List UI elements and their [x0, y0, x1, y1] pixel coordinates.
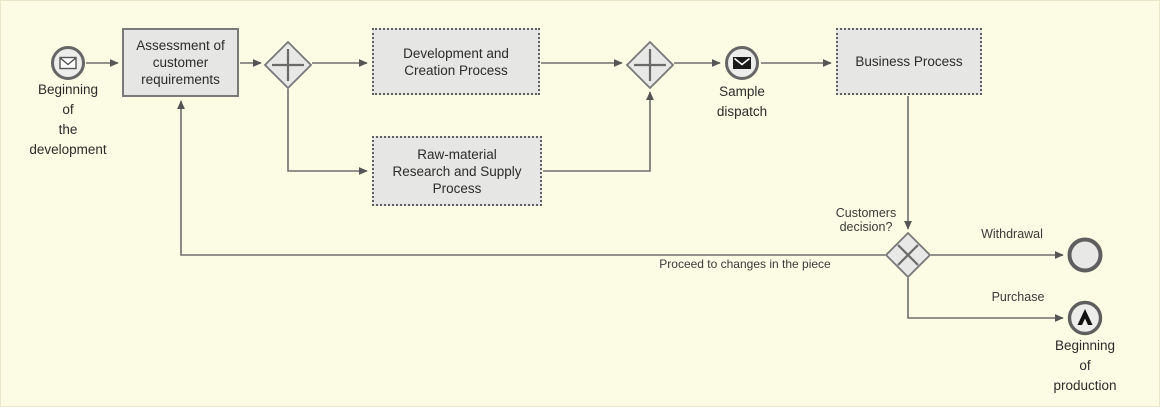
parallel-gateway-split	[263, 40, 313, 90]
sample-dispatch-label: Sample dispatch	[716, 84, 768, 119]
production-start-label: Beginning of production	[1053, 338, 1117, 393]
withdrawal-end-event	[1067, 237, 1103, 273]
edge-decision-feedback	[177, 100, 885, 256]
process-development-creation: Development and Creation Process	[372, 28, 540, 95]
chevron-up-icon	[1077, 309, 1093, 325]
parallel-gateway-join	[625, 40, 675, 90]
edge-rawmaterial-to-join	[543, 91, 654, 172]
process-business: Business Process	[836, 28, 982, 95]
edge-split-to-rawmaterial	[287, 89, 368, 175]
exclusive-gateway-decision	[884, 231, 932, 279]
production-start-event	[1067, 300, 1103, 336]
task-assessment-customer-requirements: Assessment of customer requirements	[122, 28, 239, 97]
process-raw-material-research-supply: Raw-material Research and Supply Process	[372, 136, 542, 206]
decision-gateway-label: Customers decision?	[835, 206, 897, 234]
edge-decision-purchase	[907, 278, 1064, 322]
sample-dispatch-event	[725, 46, 759, 80]
x-icon	[897, 244, 919, 266]
envelope-filled-icon	[733, 57, 751, 69]
edge-label-feedback: Proceed to changes in the piece	[659, 257, 831, 271]
envelope-outline-icon	[59, 56, 77, 70]
plus-icon	[634, 49, 666, 81]
edge-label-withdrawal: Withdrawal	[981, 227, 1043, 241]
edge-label-purchase: Purchase	[991, 290, 1045, 304]
start-event-development	[51, 46, 85, 80]
start-event-label: Beginning of the development	[29, 82, 107, 157]
plus-icon	[272, 49, 304, 81]
